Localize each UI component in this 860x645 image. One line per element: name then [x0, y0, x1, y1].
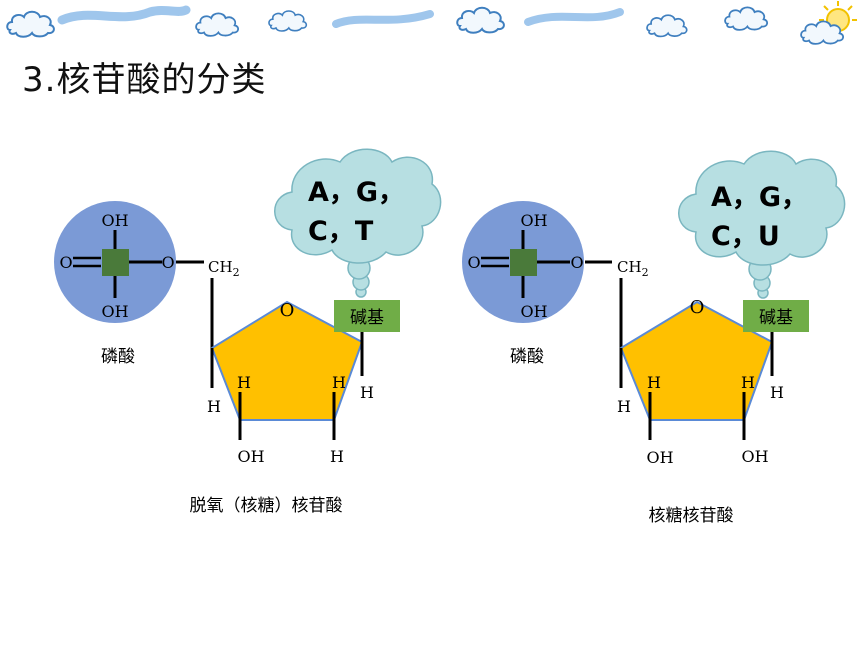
cloud-banner — [6, 1, 857, 45]
base-label: 碱基 — [350, 308, 384, 328]
ring-oxygen: O — [280, 300, 295, 321]
phosphate-o-right: O — [570, 253, 583, 272]
bases-thought-cloud: A，G， C，U — [678, 150, 846, 299]
c3-substituent: OH — [237, 447, 264, 466]
bases-line1: A，G， — [308, 177, 405, 208]
slide-title: 3.核苷酸的分类 — [22, 60, 267, 100]
phosphate-oh-top: OH — [101, 211, 128, 230]
phosphate-group: OH OH O O — [462, 201, 584, 323]
ribose-ring — [619, 300, 774, 421]
ch2-label: CH2 — [617, 258, 649, 279]
h-c1: H — [360, 383, 374, 402]
phosphate-caption: 磷酸 — [510, 347, 544, 367]
h-c4: H — [207, 397, 221, 416]
base-label: 碱基 — [759, 308, 793, 328]
h-c1: H — [770, 383, 784, 402]
bases-line2: C，T — [308, 216, 374, 247]
c3-substituent: OH — [646, 448, 673, 467]
c2-substituent: OH — [741, 447, 768, 466]
cloud-icon — [57, 5, 624, 28]
phosphate-o-right: O — [161, 253, 174, 272]
bases-line2: C，U — [711, 221, 780, 252]
deoxyribose-ring — [210, 300, 364, 421]
phosphate-o-left: O — [467, 253, 480, 272]
ribonucleotide-caption: 核糖核苷酸 — [649, 506, 734, 526]
c2-substituent: H — [330, 447, 344, 466]
h-c2-up: H — [332, 373, 346, 392]
ring-oxygen: O — [690, 297, 705, 318]
phosphate-group: OH OH O O — [54, 201, 176, 323]
h-c2-up: H — [741, 373, 755, 392]
deoxynucleotide-caption: 脱氧（核糖）核苷酸 — [190, 496, 343, 516]
phosphate-oh-top: OH — [520, 211, 547, 230]
phosphate-oh-bottom: OH — [520, 302, 547, 321]
bases-thought-cloud: A，G， C，T — [274, 148, 442, 298]
bases-line1: A，G， — [711, 182, 808, 213]
base-box — [743, 300, 809, 332]
ch2-label: CH2 — [208, 258, 240, 279]
h-c3-up: H — [647, 373, 661, 392]
phosphate-o-left: O — [59, 253, 72, 272]
phosphate-oh-bottom: OH — [101, 302, 128, 321]
phosphorus-atom — [510, 249, 537, 276]
base-box — [334, 300, 400, 332]
phosphorus-atom — [102, 249, 129, 276]
h-c4: H — [617, 397, 631, 416]
deoxynucleotide-diagram: OH OH O O 磷酸 CH2 O H H OH H H H 碱基 — [54, 148, 442, 516]
phosphate-caption: 磷酸 — [101, 347, 135, 367]
h-c3-up: H — [237, 373, 251, 392]
ribonucleotide-diagram: OH OH O O 磷酸 CH2 O H H OH H OH H 碱基 A，G，… — [462, 150, 846, 526]
